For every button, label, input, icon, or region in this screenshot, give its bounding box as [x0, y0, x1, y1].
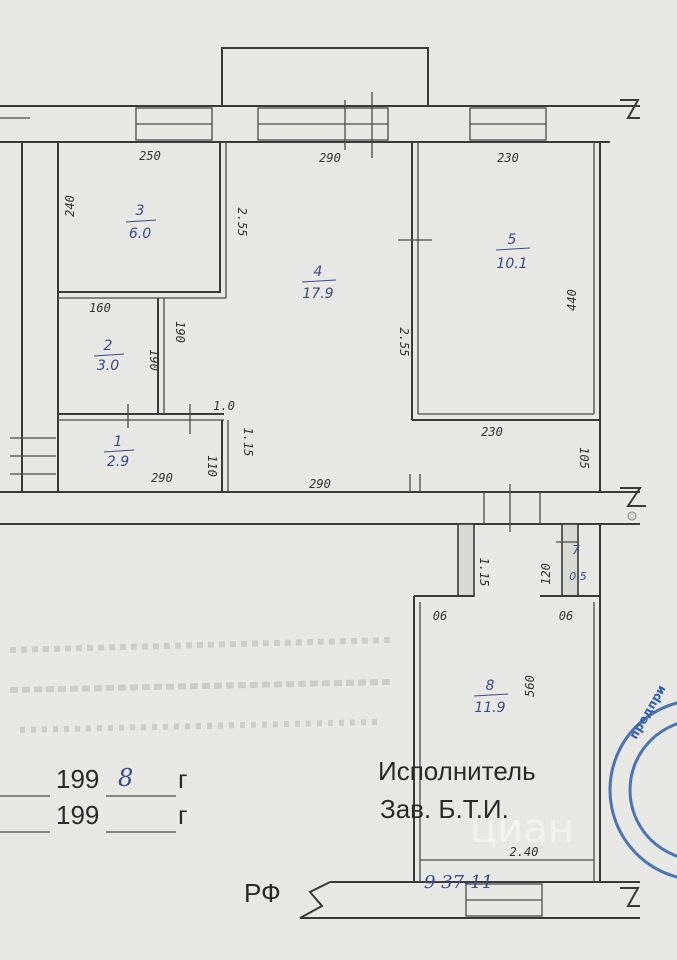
- room-8: 8 11.9: [473, 678, 509, 716]
- dim-230-mid: 230: [481, 425, 503, 439]
- dim-290-top: 290: [319, 151, 341, 165]
- year-1-handwritten: 8: [118, 764, 133, 792]
- rf-label: РФ: [244, 878, 281, 908]
- dim-120: 120: [539, 563, 553, 585]
- dim-440: 440: [565, 289, 579, 311]
- room-4: 4 17.9: [301, 264, 337, 302]
- room-1-number: 1: [114, 434, 123, 450]
- dim-160: 160: [89, 301, 111, 315]
- dim-255-b: 2.55: [397, 328, 411, 357]
- dim-06-b: 06: [559, 609, 573, 623]
- room-5: 5 10.1: [495, 232, 531, 272]
- room-walls: [58, 142, 601, 492]
- room-7-area: 0.5: [569, 570, 587, 583]
- dim-110: 110: [205, 455, 219, 477]
- dim-290-bottom-mid: 290: [309, 477, 331, 491]
- dim-240: 240: [63, 195, 77, 217]
- room-4-number: 4: [314, 264, 323, 280]
- room-7: 7 0.5: [569, 543, 587, 583]
- watermark: циан: [470, 806, 574, 852]
- executor-label: Исполнитель: [378, 756, 536, 786]
- room-5-area: 10.1: [496, 256, 527, 272]
- room-labels: 3 6.0 2 3.0 1 2.9 4 17.9 5 10.1 7 0.5: [93, 203, 587, 716]
- dim-290-bottom-left: 290: [151, 471, 173, 485]
- room-5-number: 5: [508, 232, 517, 248]
- corridor-wall: [0, 474, 646, 532]
- dim-06-a: 06: [433, 609, 447, 623]
- room-8-area: 11.9: [474, 700, 505, 716]
- room-7-number: 7: [572, 543, 580, 557]
- footer: 199 8 г 199 г Исполнитель Зав. Б.Т.И. РФ…: [0, 756, 536, 908]
- room-3-area: 6.0: [129, 226, 151, 242]
- top-outer-wall: [0, 92, 640, 158]
- year-2-prefix: 199: [56, 800, 99, 830]
- dim-1-15-b: 1.15: [477, 558, 491, 587]
- year-1-suffix: г: [178, 764, 187, 794]
- room-2-area: 3.0: [97, 358, 119, 374]
- dim-105: 105: [577, 447, 591, 469]
- room-2-number: 2: [104, 338, 113, 354]
- lower-walls: [299, 523, 640, 919]
- head-label: Зав. Б.Т.И.: [380, 794, 509, 824]
- dim-190-a: 190: [173, 321, 187, 343]
- room-1: 1 2.9: [103, 434, 135, 470]
- room-8-number: 8: [486, 678, 495, 694]
- dim-250: 250: [139, 149, 161, 163]
- dimension-labels: 250 290 230 240 2.55 160 190 190 1.0 1.1…: [63, 149, 591, 859]
- room-2: 2 3.0: [93, 338, 125, 374]
- dim-1-15: 1.15: [241, 428, 255, 457]
- dim-190-b: 190: [147, 349, 161, 371]
- dim-230-top: 230: [497, 151, 519, 165]
- handwritten-note: 9 37-11: [424, 872, 493, 893]
- dim-240-b: 2.40: [510, 845, 539, 859]
- year-2-suffix: г: [178, 800, 187, 830]
- room-3-number: 3: [136, 203, 145, 219]
- room-4-area: 17.9: [302, 286, 333, 302]
- room-1-area: 2.9: [107, 454, 129, 470]
- dim-255: 2.55: [235, 208, 249, 237]
- dim-560: 560: [523, 675, 537, 697]
- year-1-prefix: 199: [56, 764, 99, 794]
- left-wall: [0, 141, 59, 492]
- faint-lines: [9, 637, 391, 733]
- dim-1-0: 1.0: [213, 399, 235, 413]
- room-3: 3 6.0: [125, 203, 157, 242]
